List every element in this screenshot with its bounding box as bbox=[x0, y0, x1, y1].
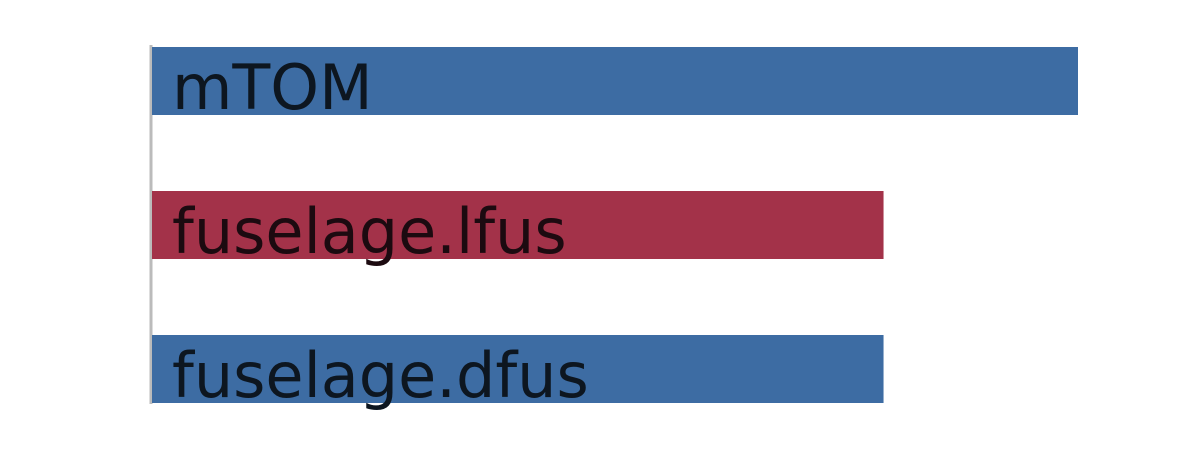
bar-label-2: fuselage.dfus bbox=[172, 339, 589, 412]
bar-0 bbox=[152, 47, 1078, 115]
bar-2 bbox=[152, 335, 884, 403]
bar-1 bbox=[152, 191, 884, 259]
bar-label-1: fuselage.lfus bbox=[172, 195, 567, 268]
bar-label-0: mTOM bbox=[172, 51, 373, 124]
